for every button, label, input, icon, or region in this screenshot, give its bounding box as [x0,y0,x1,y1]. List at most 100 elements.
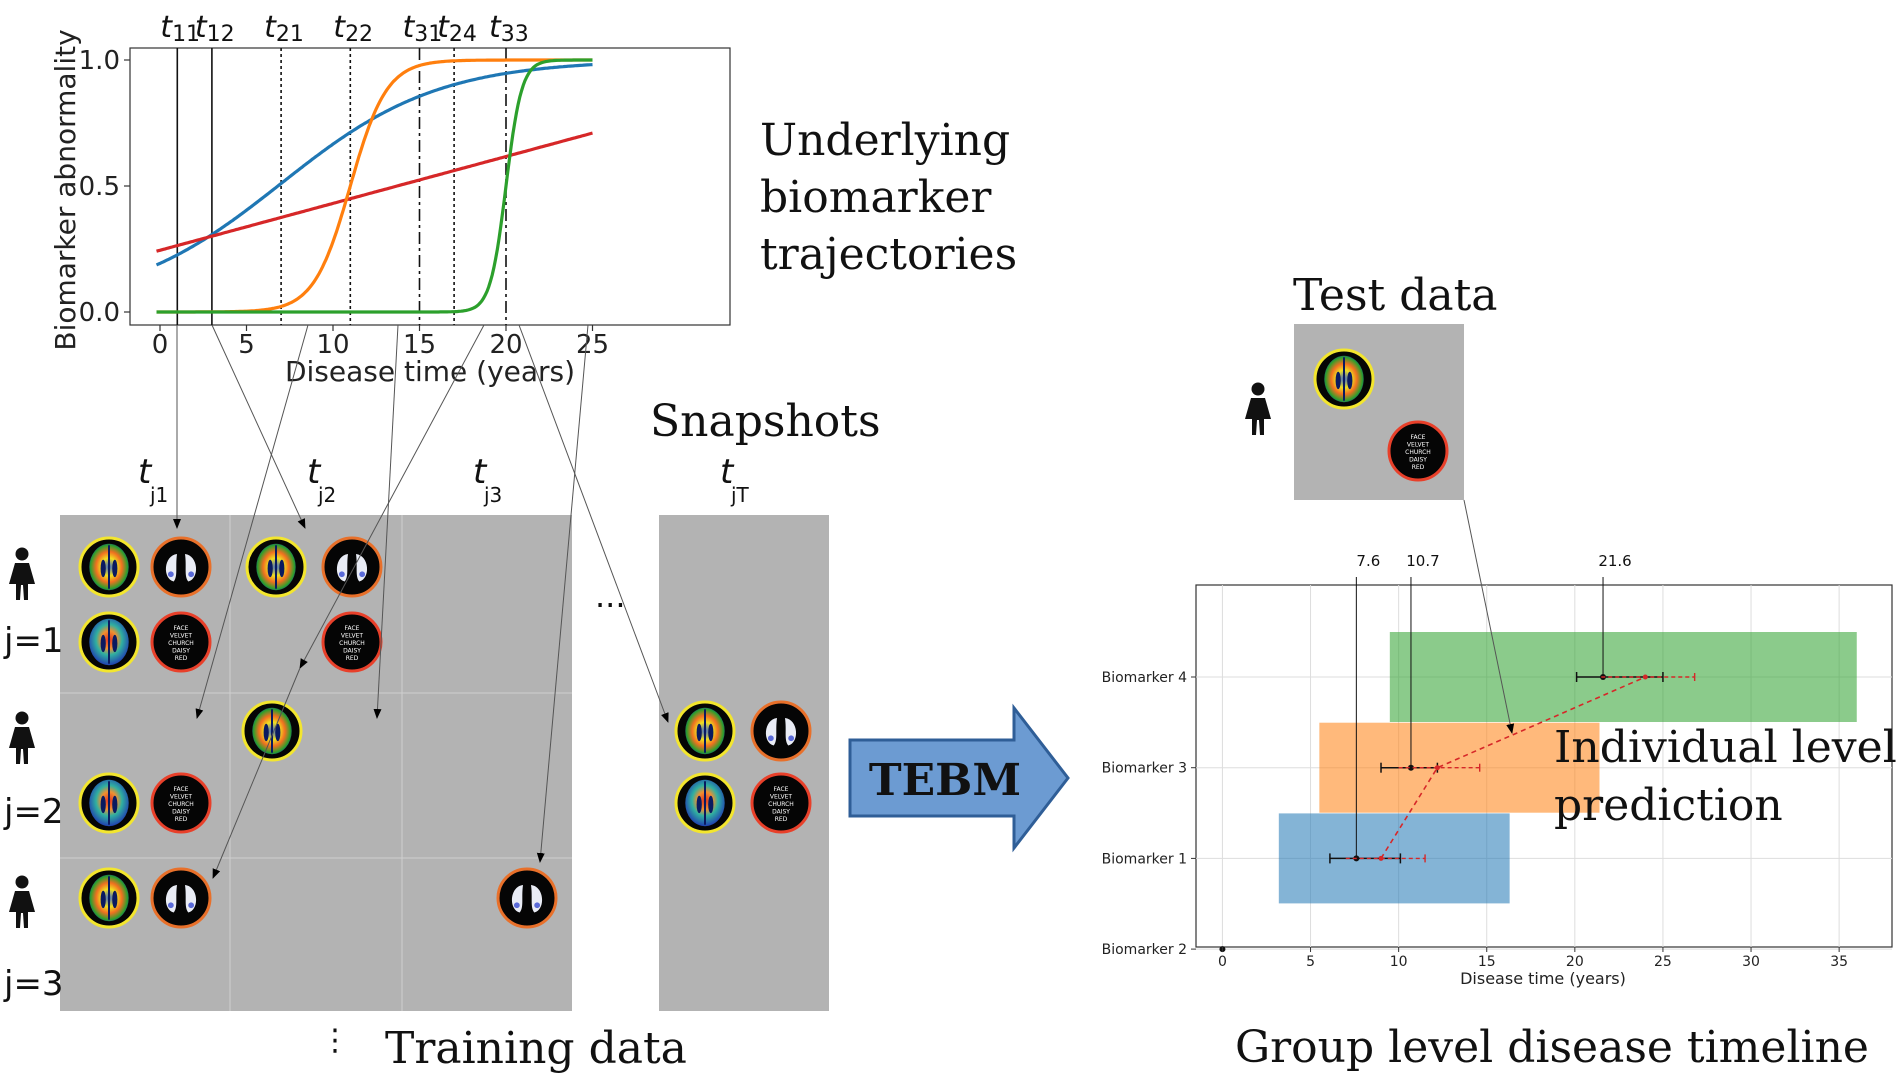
hippocampus-highlight [767,735,774,742]
column-headers: t j1 t j2 t j3 t jT [138,452,750,507]
group-point [1407,764,1414,771]
event-time-sub: 22 [345,22,373,47]
word-list-item: FACE [1411,434,1426,441]
prediction-point [1434,765,1440,771]
scan-border [150,867,212,929]
x-tick-label: 15 [403,330,436,360]
event-time-label: t11 [160,10,200,47]
hippocampus-scan-icon [496,867,558,929]
word-list-item: RED [1412,464,1425,471]
person-body [9,727,35,764]
pet-brain-scan-icon [78,772,140,834]
person-icon [1245,382,1271,435]
word-list-item: FACE [774,786,789,793]
hippocampus-highlight [359,571,366,578]
brain-ventricle [696,723,702,742]
y-tick-label: 0.5 [79,172,120,202]
word-list-item: RED [175,816,188,823]
training-panel [60,515,572,1011]
pet-brain-scan-icon [674,772,736,834]
word-list-item: CHURCH [339,640,365,647]
training-data-label: Training data [385,1023,687,1074]
brain-ventricle [112,559,118,578]
y-tick-label: 1.0 [79,46,120,76]
connector-arrow [536,324,589,863]
x-tick-label: 10 [316,330,349,360]
tebm-arrow-shape [848,703,1070,853]
word-list-item: VELVET [341,632,363,639]
x-tick-label: 15 [1478,954,1496,970]
x-tick-label: 20 [1566,954,1584,970]
word-list-item: FACE [174,625,189,632]
person-icon [9,875,35,928]
person-head [1251,382,1265,396]
scan-border [750,700,812,762]
row-label-j2: j=2 [3,792,64,832]
connector-arrow [212,667,301,879]
underlying-label-1: Underlying [760,115,1010,166]
snapshots-label: Snapshots [650,396,881,447]
group-timeline-label: Group level disease timeline [1235,1022,1869,1073]
x-tick-label: 30 [1742,954,1760,970]
event-time-label: t31 [403,10,443,47]
column-header-t-jT: t [720,452,735,492]
brain-ventricle [100,890,106,909]
word-list-item: DAISY [172,808,190,815]
column-header-t-j1: t [138,452,153,492]
vertical-ellipsis: ⋮ [320,1023,350,1058]
pet-brain-scan-icon [241,700,303,762]
brain-ventricle [267,559,273,578]
test-data-panel [1294,324,1464,500]
brain-ventricle [1347,371,1353,390]
pet-brain-scan-icon [674,700,736,762]
event-time-sub: 31 [414,22,442,47]
row-label-j3: j=3 [3,964,64,1004]
connector-arrow [211,324,306,529]
person-icon [9,547,35,600]
y-tick-label: 0.0 [79,298,120,328]
hippocampus-highlight [167,571,174,578]
brain-ventricle [1335,371,1341,390]
event-time-base: t [489,10,502,45]
word-list-item: VELVET [170,632,192,639]
column-header-t-j2-sub: j2 [317,483,336,507]
trajectory-curves [155,58,593,314]
word-list-item: FACE [174,786,189,793]
training-data-grid [60,515,829,1011]
connector-arrow [373,324,399,719]
pet-brain-scan-icon [78,611,140,673]
column-header-t-j3-sub: j3 [483,483,502,507]
individual-label-2: prediction [1554,780,1783,831]
person-icons [9,382,1271,928]
person-body [9,891,35,928]
word-list-item: DAISY [343,647,361,654]
y-tick-label: Biomarker 2 [1102,942,1187,958]
pet-brain-scan-icon [78,536,140,598]
row-label-j1: j=1 [3,621,64,661]
word-list-item: CHURCH [168,640,194,647]
x-tick-label: 0 [1218,954,1227,970]
pet-brain-scan-icon [245,536,307,598]
word-list-item: CHURCH [768,801,794,808]
individual-label-1: Individual level [1554,722,1897,773]
hippocampus-scan-icon [750,700,812,762]
timeline-bar [1319,722,1600,813]
brain-ventricle [696,795,702,814]
x-tick-label: 5 [1306,954,1315,970]
test-data-label: Test data [1293,270,1498,321]
connector-arrow [299,324,485,669]
annotation-label: 10.7 [1406,552,1439,570]
word-list-item: CHURCH [1405,449,1431,456]
brain-ventricle [112,634,118,653]
event-time-label: t22 [333,10,373,47]
pet-brain-scan-icon [78,867,140,929]
tebm-arrow: TEBM [848,703,1070,853]
